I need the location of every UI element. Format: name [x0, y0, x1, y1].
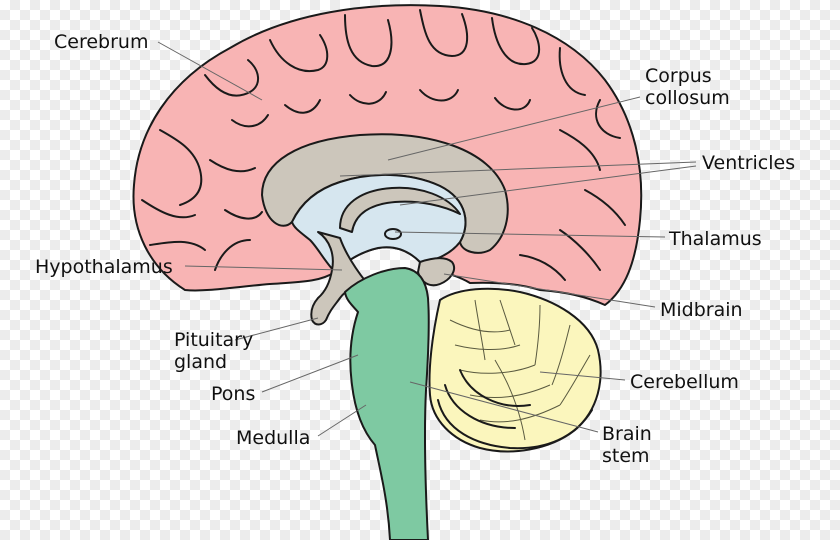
- label-brain-stem-line1: Brain: [602, 423, 652, 445]
- brainstem-region: [344, 267, 430, 540]
- label-cerebellum: Cerebellum: [630, 371, 739, 393]
- labels: Cerebrum Corpus collosum Ventricles Thal…: [35, 31, 795, 467]
- label-pituitary-line1: Pituitary: [174, 329, 253, 351]
- cerebellum-group: [428, 287, 602, 453]
- thalamus-oval: [384, 228, 402, 240]
- label-pituitary-line2: gland: [174, 351, 227, 373]
- label-ventricles: Ventricles: [702, 152, 795, 174]
- label-corpus-line2: collosum: [645, 87, 730, 109]
- fornix-region: [339, 186, 461, 233]
- label-brain-stem-line2: stem: [602, 445, 650, 467]
- label-pons: Pons: [211, 383, 255, 405]
- label-corpus-line1: Corpus: [645, 65, 712, 87]
- cerebrum-folds: [141, 9, 626, 281]
- label-medulla: Medulla: [236, 427, 310, 449]
- label-thalamus: Thalamus: [668, 228, 762, 250]
- label-cerebrum: Cerebrum: [54, 31, 148, 53]
- leader-lines: [157, 41, 697, 437]
- label-hypothalamus: Hypothalamus: [35, 256, 173, 278]
- label-midbrain: Midbrain: [660, 299, 743, 321]
